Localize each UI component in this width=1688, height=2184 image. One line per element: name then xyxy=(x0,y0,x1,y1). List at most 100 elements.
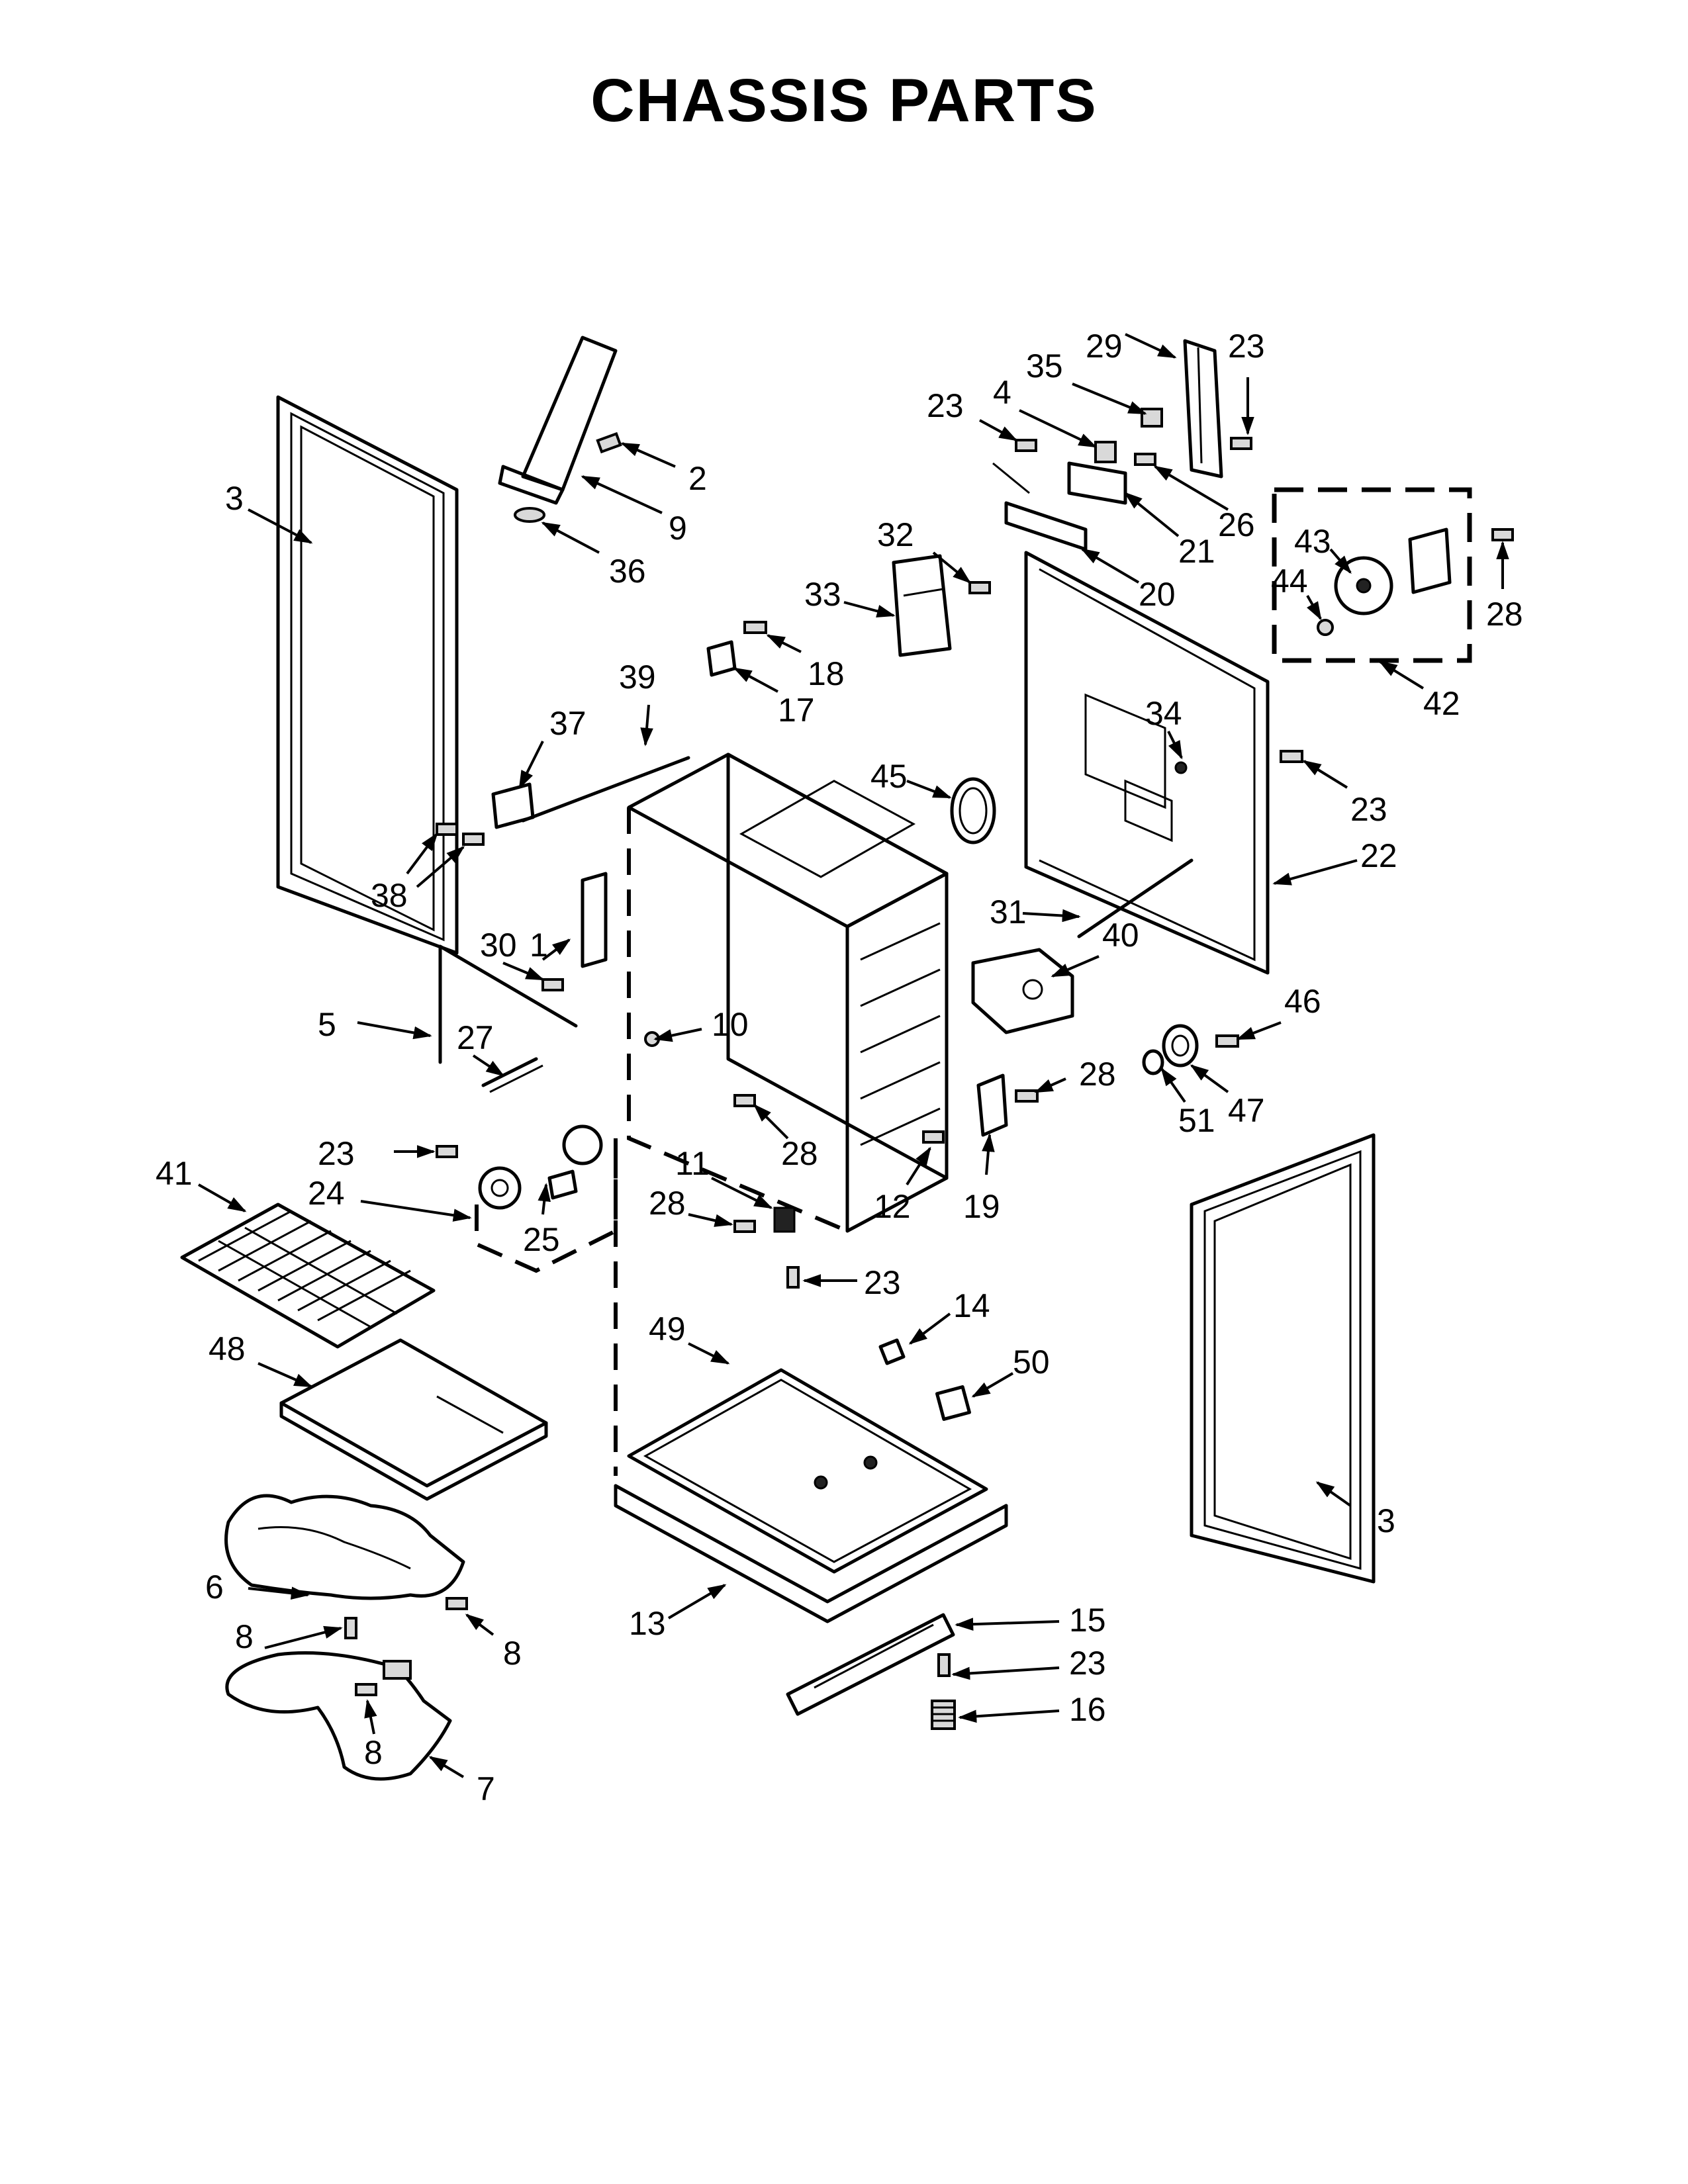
part-11-thermostat xyxy=(773,1206,796,1233)
leader-38-b xyxy=(416,846,465,888)
callout-32: 32 xyxy=(877,516,914,553)
callout-40: 40 xyxy=(1102,917,1139,954)
leader-19 xyxy=(982,1133,995,1175)
screw-28-oven xyxy=(733,1094,756,1107)
leader-34 xyxy=(1167,731,1183,760)
leader-12 xyxy=(906,1146,931,1186)
part-20-rail xyxy=(992,462,1088,551)
callout-10: 10 xyxy=(712,1006,749,1043)
part-44-nut xyxy=(1317,619,1334,636)
callout-49: 49 xyxy=(649,1310,686,1347)
callout-11: 11 xyxy=(675,1145,710,1182)
callout-5: 5 xyxy=(318,1006,336,1043)
part-17-clip xyxy=(706,640,737,677)
callout-13: 13 xyxy=(629,1605,666,1642)
leader-11 xyxy=(711,1177,773,1209)
leader-30 xyxy=(502,962,545,981)
part-31-wire xyxy=(1077,858,1194,938)
callout-33: 33 xyxy=(804,576,841,613)
leader-16 xyxy=(958,1709,1060,1723)
callout-23-right: 23 xyxy=(1350,791,1387,828)
leader-40 xyxy=(1051,955,1100,978)
leader-39 xyxy=(640,704,653,747)
callout-29: 29 xyxy=(1086,328,1123,365)
callout-37: 37 xyxy=(549,705,586,742)
callout-7: 7 xyxy=(477,1770,495,1807)
leader-32 xyxy=(932,551,972,584)
callout-6: 6 xyxy=(205,1569,224,1606)
part-13-base xyxy=(614,1138,1008,1623)
oven-cavity xyxy=(627,752,949,1233)
callout-23-top-a: 23 xyxy=(927,387,964,424)
leader-28-oven xyxy=(753,1104,789,1140)
leader-15 xyxy=(955,1617,1060,1631)
leader-1 xyxy=(541,938,571,961)
leader-23-top-a xyxy=(979,419,1018,441)
part-16-leveler xyxy=(931,1700,956,1730)
part-27-element xyxy=(481,1057,543,1093)
callout-43: 43 xyxy=(1294,523,1331,560)
leader-48 xyxy=(258,1362,313,1388)
leader-51 xyxy=(1160,1067,1186,1103)
part-37-hinge xyxy=(491,782,535,829)
part-34-connector xyxy=(1174,761,1188,774)
fan-motor xyxy=(1408,527,1452,594)
callout-44: 44 xyxy=(1271,563,1308,600)
callout-30: 30 xyxy=(480,927,517,964)
callout-3-right: 3 xyxy=(1377,1502,1395,1539)
leader-13 xyxy=(667,1584,727,1619)
callout-1: 1 xyxy=(530,927,548,964)
callout-22: 22 xyxy=(1360,837,1397,874)
callout-3-left: 3 xyxy=(225,480,244,517)
screw-28-mid xyxy=(1015,1089,1039,1103)
leader-47 xyxy=(1190,1064,1229,1093)
callout-19: 19 xyxy=(963,1188,1000,1225)
leader-45 xyxy=(906,780,952,799)
callout-24: 24 xyxy=(308,1175,345,1212)
leader-24 xyxy=(360,1200,472,1222)
callout-15: 15 xyxy=(1069,1602,1106,1639)
leader-3-right xyxy=(1315,1481,1352,1507)
callout-4: 4 xyxy=(993,374,1011,411)
leader-5 xyxy=(357,1021,432,1040)
part-45-gasket xyxy=(950,777,996,844)
callout-34: 34 xyxy=(1145,695,1182,732)
screw-18 xyxy=(743,621,767,634)
leader-29 xyxy=(1125,333,1177,359)
part-5-strip xyxy=(438,944,578,1064)
leader-20 xyxy=(1080,548,1140,584)
screw-28-fan xyxy=(1491,528,1514,541)
callout-38: 38 xyxy=(371,877,408,914)
callout-14: 14 xyxy=(953,1287,990,1324)
leader-35 xyxy=(1072,383,1147,415)
callout-21: 21 xyxy=(1178,533,1215,570)
leader-26 xyxy=(1153,465,1229,511)
part-39-rod xyxy=(521,756,690,823)
screw-30 xyxy=(541,978,564,991)
screw-23-top-b xyxy=(1230,437,1252,450)
leader-28-low xyxy=(688,1213,733,1227)
part-41-oven-rack xyxy=(180,1203,436,1349)
screw-12 xyxy=(922,1130,945,1144)
side-panel-right xyxy=(1190,1133,1376,1584)
screw-28-low xyxy=(733,1220,756,1233)
leader-21 xyxy=(1123,492,1180,537)
callout-16: 16 xyxy=(1069,1691,1106,1728)
part-15-rail xyxy=(786,1613,955,1716)
part-50-pad xyxy=(935,1385,971,1421)
callout-26: 26 xyxy=(1218,506,1255,543)
callout-12: 12 xyxy=(874,1188,911,1225)
callout-28-oven: 28 xyxy=(781,1135,818,1172)
callout-23-top-b: 23 xyxy=(1228,328,1265,365)
part-6-broil-element xyxy=(224,1494,465,1600)
leader-7 xyxy=(428,1756,465,1778)
page-title: CHASSIS PARTS xyxy=(590,67,1098,134)
leader-41 xyxy=(198,1183,247,1212)
callout-18: 18 xyxy=(808,655,845,692)
part-25-shaft xyxy=(547,1169,578,1200)
part-1-bracket xyxy=(581,872,608,968)
leader-8-b xyxy=(465,1614,494,1636)
screw-23-top-a xyxy=(1015,439,1037,452)
